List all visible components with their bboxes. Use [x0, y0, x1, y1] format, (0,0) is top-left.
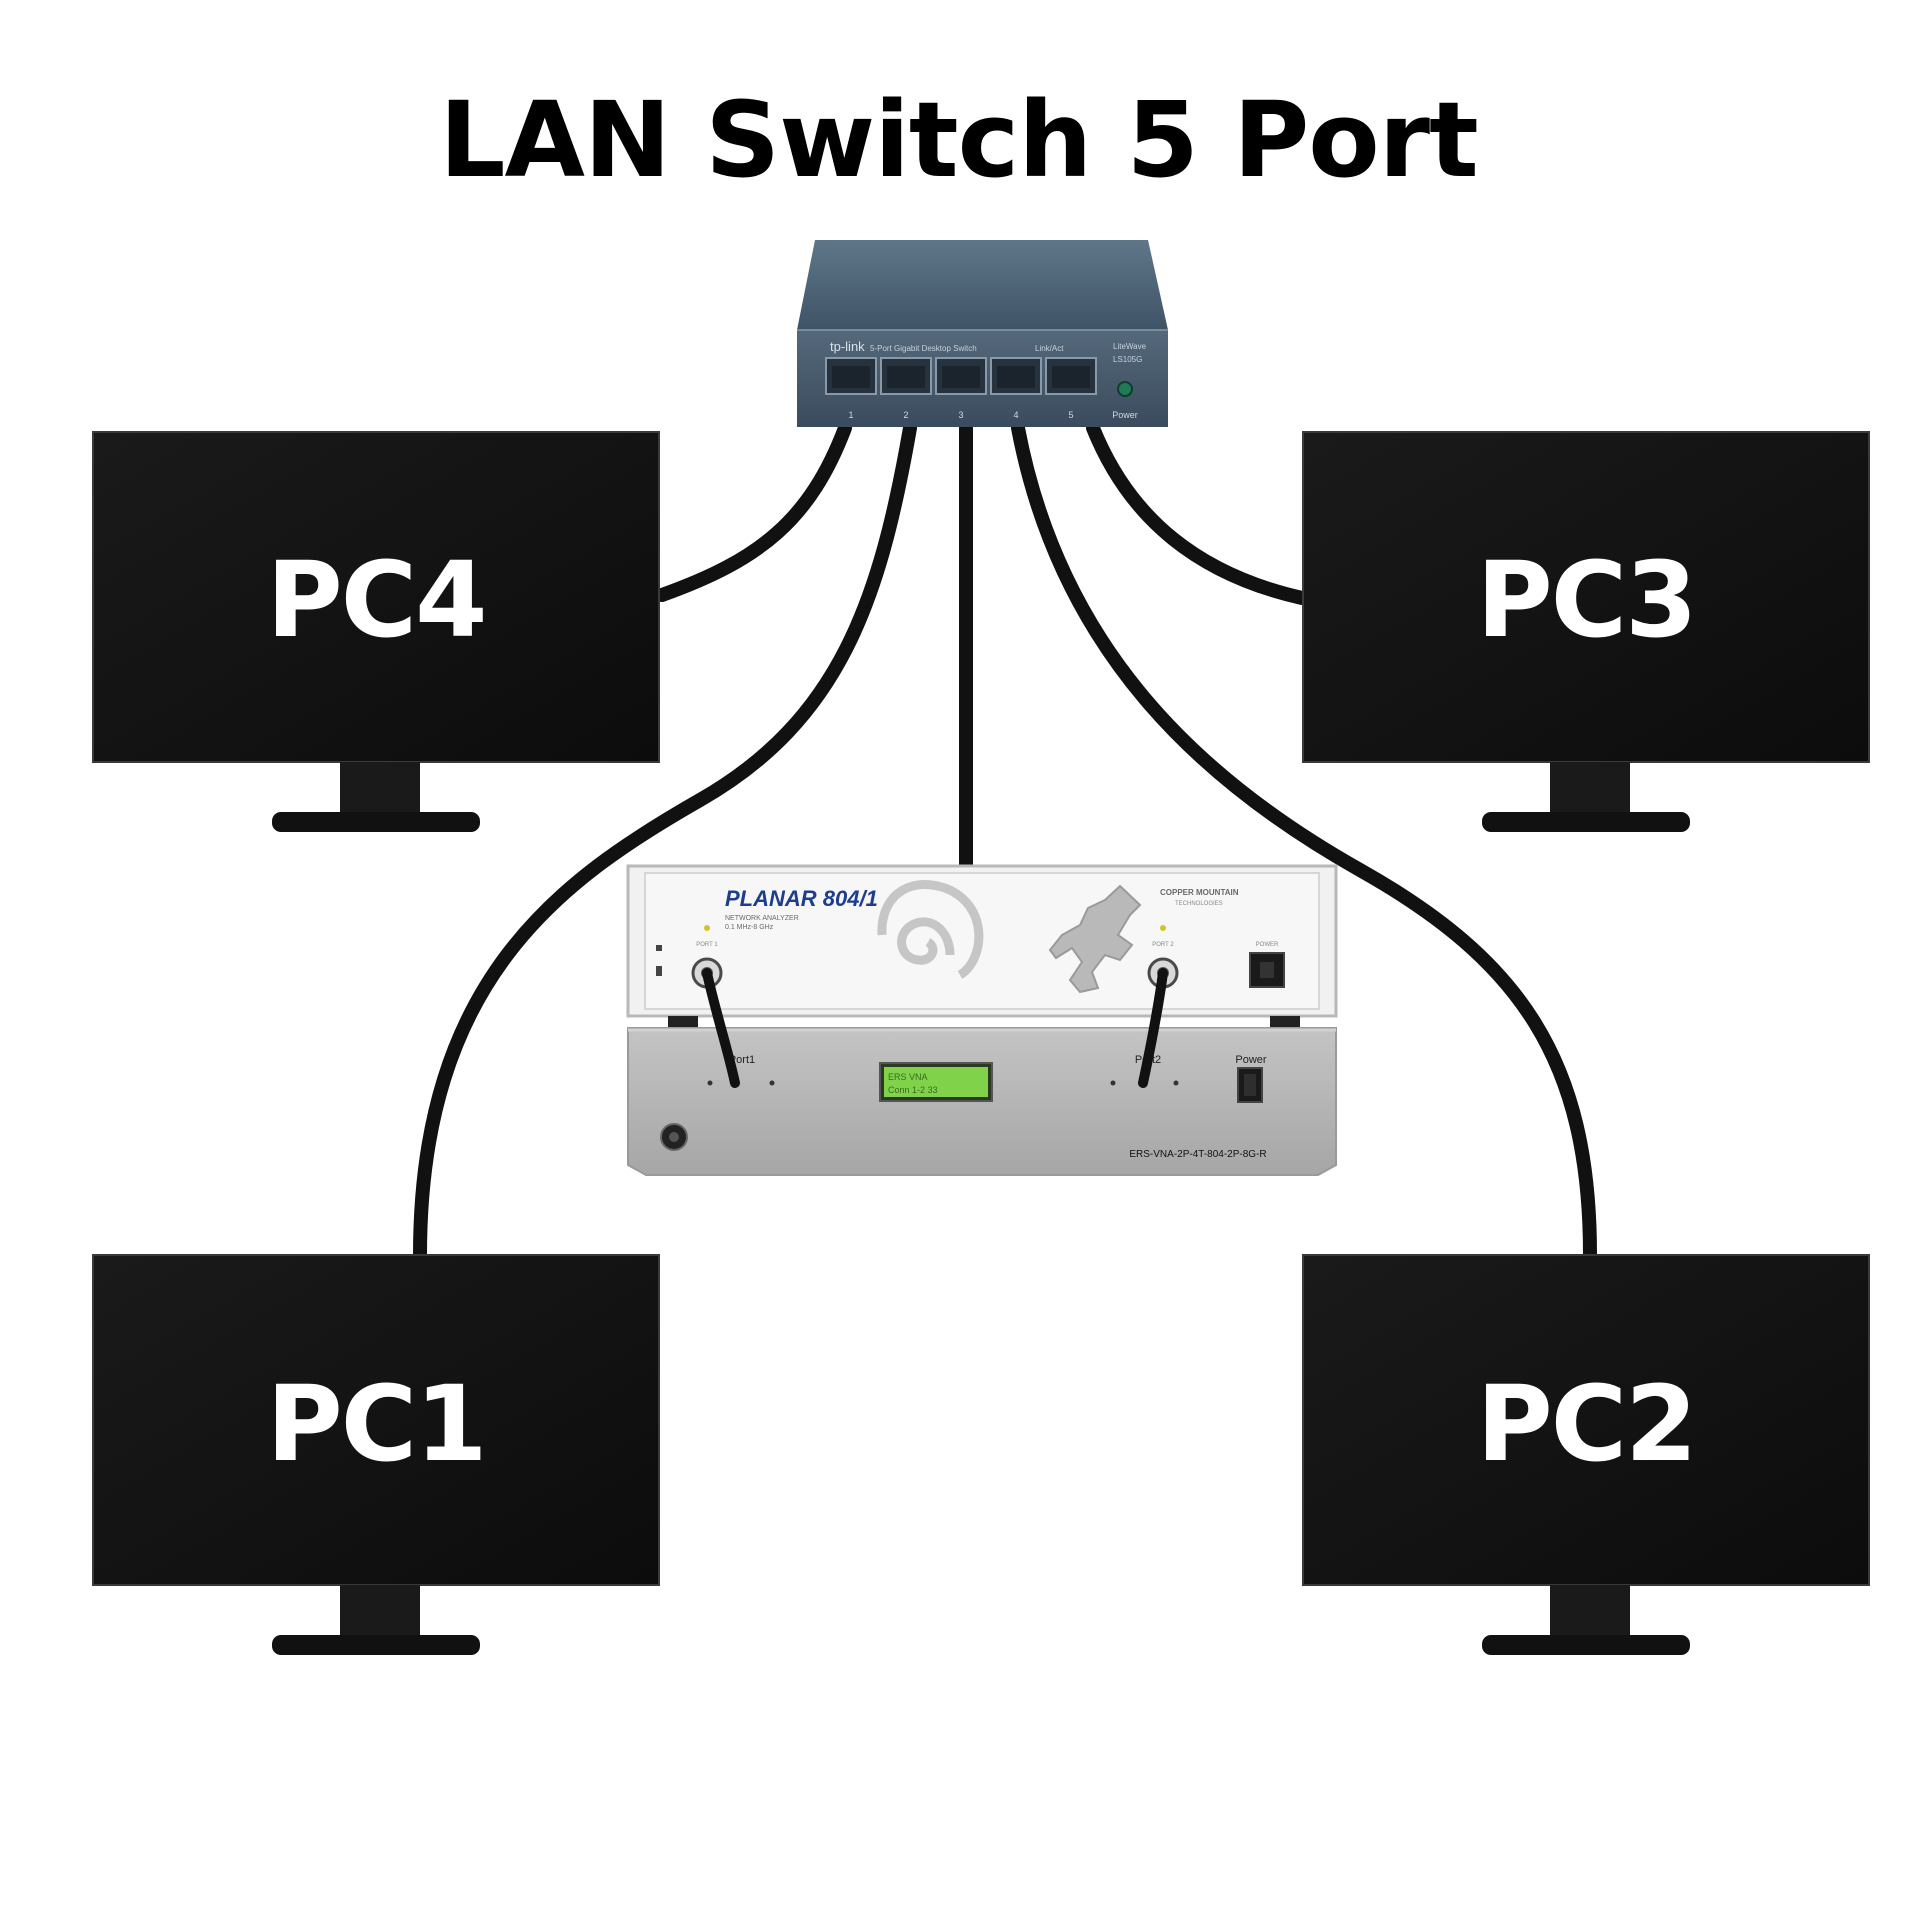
box-lcd-line2: Conn 1-2 33	[888, 1085, 938, 1095]
switch-link-label: Link/Act	[1035, 344, 1064, 353]
box-lcd-line1: ERS VNA	[888, 1072, 928, 1082]
lizard-logo	[1048, 884, 1142, 994]
rf-switch-box: Port1 Port2 Power ERS VNA Conn 1-2 33 ER…	[627, 1027, 1337, 1176]
box-port1-label: Port1	[729, 1054, 755, 1066]
switch-port-numbers: 1 2 3 4 5	[848, 410, 1073, 420]
analyzer-subtitle: NETWORK ANALYZER	[725, 915, 799, 922]
switch-description: 5-Port Gigabit Desktop Switch	[870, 344, 977, 353]
monitor-pc3	[1302, 431, 1870, 832]
analyzer-port2-led	[1160, 925, 1166, 931]
cable-switch-pc2	[1011, 421, 1597, 1262]
analyzer-brand: COPPER MOUNTAIN	[1160, 888, 1239, 897]
analyzer-port2-label: PORT 2	[1152, 942, 1174, 948]
cable-switch-pc4	[655, 421, 852, 602]
cable-switch-pc1	[413, 421, 917, 1262]
pc1-label: PC1	[266, 1363, 488, 1485]
jumper-cables	[702, 968, 1168, 1088]
copper-mountain-swirl-logo	[877, 880, 984, 979]
analyzer-power-label: POWER	[1256, 942, 1279, 948]
switch-brand: tp-link	[830, 339, 865, 354]
analyzer-frequency: 0.1 MHz-8 GHz	[725, 924, 774, 931]
cable-switch-pc3	[1086, 421, 1309, 605]
pc2-label: PC2	[1476, 1363, 1698, 1485]
svg-text:2: 2	[903, 410, 908, 420]
pc3-label: PC3	[1476, 539, 1698, 661]
svg-text:4: 4	[1013, 410, 1018, 420]
analyzer-name: PLANAR 804/1	[725, 886, 878, 911]
jumper-cable-port2	[1138, 968, 1168, 1088]
pc4-label: PC4	[266, 539, 488, 661]
switch-ports	[825, 357, 1097, 395]
diagram-title: LAN Switch 5 Port	[439, 79, 1479, 201]
analyzer-brand-sub: TECHNOLOGIES	[1175, 901, 1223, 907]
analyzer-port1-led	[704, 925, 710, 931]
svg-text:3: 3	[958, 410, 963, 420]
switch-power-label: Power	[1112, 410, 1138, 420]
box-power-label: Power	[1235, 1054, 1267, 1066]
ethernet-cables	[413, 421, 1597, 1262]
switch-model: LS105G	[1113, 355, 1142, 364]
monitor-pc4	[92, 431, 660, 832]
network-switch: tp-link 5-Port Gigabit Desktop Switch Li…	[797, 240, 1168, 427]
vector-network-analyzer: PLANAR 804/1 NETWORK ANALYZER 0.1 MHz-8 …	[626, 864, 1338, 1028]
monitor-pc1	[92, 1254, 660, 1655]
box-model-label: ERS-VNA-2P-4T-804-2P-8G-R	[1129, 1149, 1266, 1160]
switch-model-badge: LiteWave	[1113, 342, 1147, 351]
monitor-pc2	[1302, 1254, 1870, 1655]
analyzer-port1-label: PORT 1	[696, 942, 718, 948]
jumper-cable-port1	[702, 968, 740, 1088]
svg-text:1: 1	[848, 410, 853, 420]
svg-text:5: 5	[1068, 410, 1073, 420]
switch-power-led	[1117, 381, 1133, 397]
